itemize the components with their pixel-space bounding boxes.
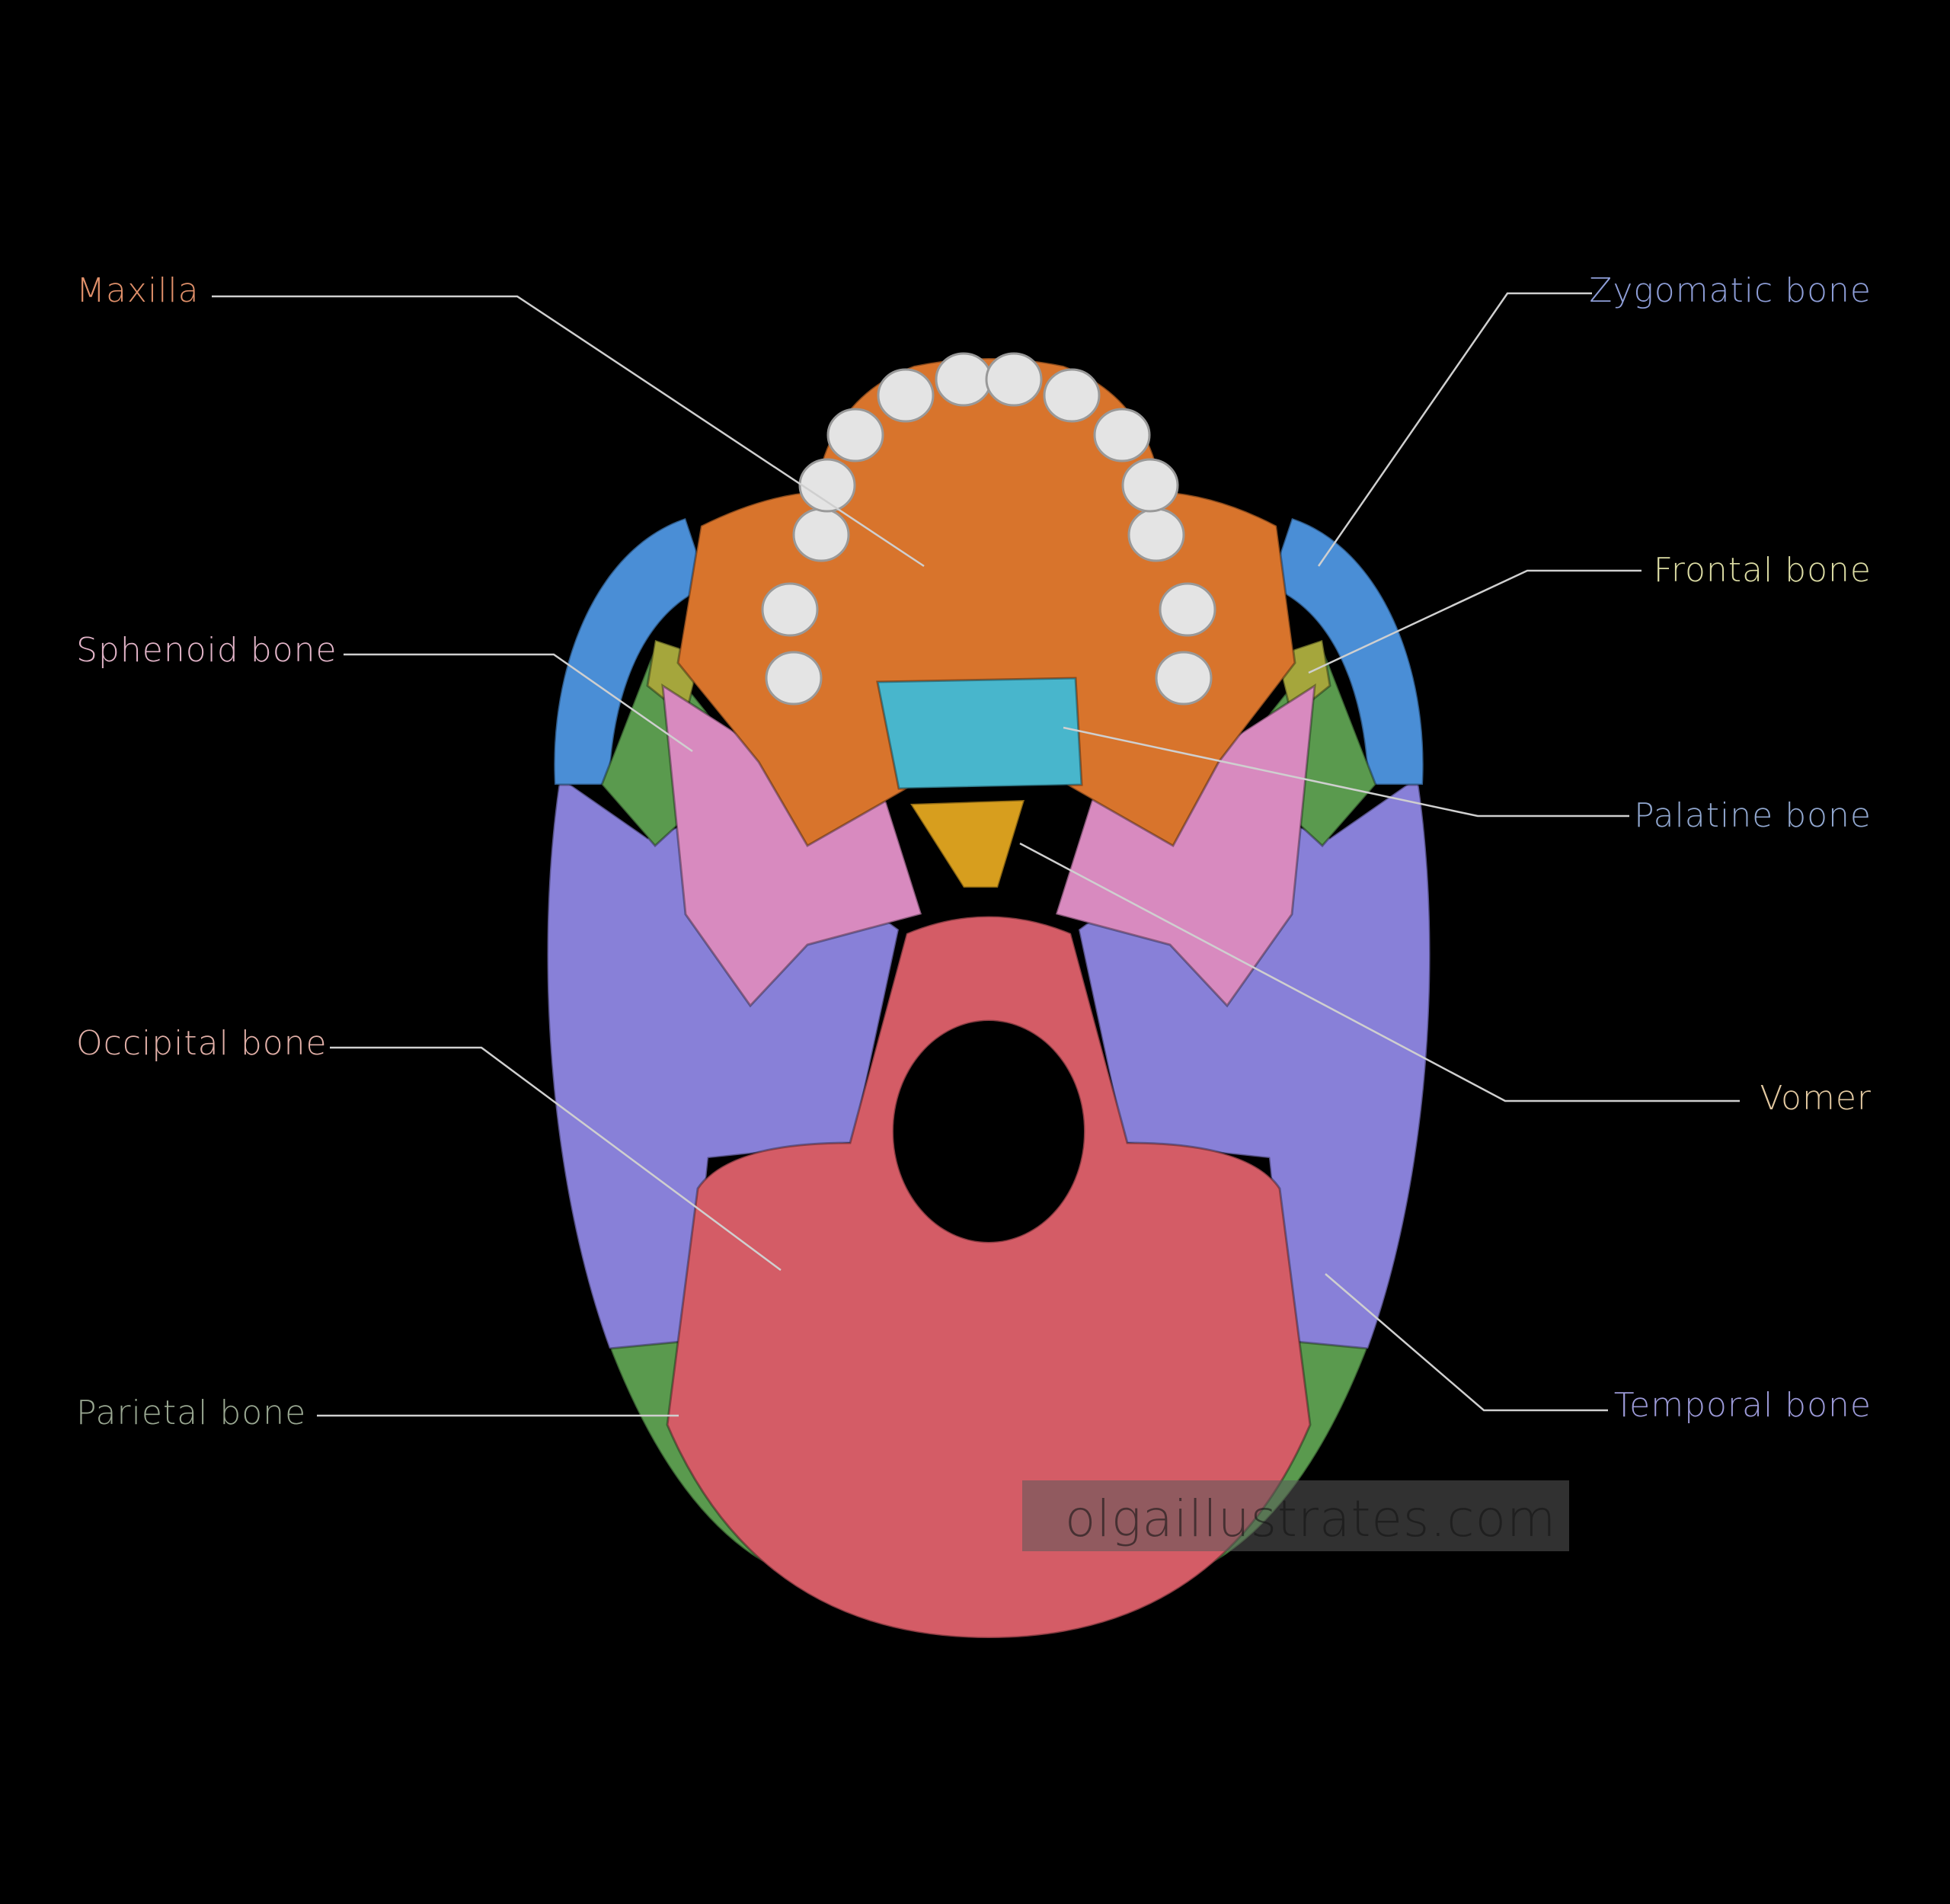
- tooth: [877, 368, 935, 423]
- leader-zygomatic: [1317, 292, 1592, 567]
- leader-temporal: [1325, 1273, 1608, 1412]
- zygomatic-bone-left: [552, 517, 710, 786]
- tooth: [1121, 458, 1179, 513]
- palatine-bone: [876, 677, 1083, 790]
- tooth: [1043, 368, 1101, 423]
- label-parietal-bone: Parietal bone: [76, 1394, 307, 1432]
- tooth: [792, 507, 850, 562]
- label-temporal-bone: Temporal bone: [1613, 1386, 1872, 1425]
- tooth: [1155, 651, 1213, 706]
- leader-vomer: [1019, 842, 1740, 1102]
- label-zygomatic-bone: Zygomatic bone: [1589, 271, 1872, 310]
- tooth: [985, 352, 1043, 407]
- label-frontal-bone: Frontal bone: [1653, 551, 1872, 590]
- tooth: [761, 582, 819, 637]
- leader-occipital: [330, 1046, 782, 1272]
- leader-maxilla: [212, 295, 925, 568]
- label-sphenoid-bone: Sphenoid bone: [76, 631, 337, 670]
- watermark-text: olgaillustrates.com: [1065, 1490, 1557, 1548]
- label-maxilla: Maxilla: [76, 271, 200, 310]
- watermark: olgaillustrates.com: [1022, 1480, 1569, 1551]
- foramen-magnum: [892, 1019, 1085, 1243]
- leader-frontal: [1308, 569, 1642, 674]
- tooth: [826, 408, 884, 462]
- tooth: [765, 651, 823, 706]
- tooth: [1093, 408, 1151, 462]
- tooth: [798, 458, 856, 513]
- leader-palatine: [1063, 726, 1629, 818]
- tooth: [1159, 582, 1216, 637]
- tooth: [1127, 507, 1185, 562]
- occipital-bone: [666, 915, 1312, 1640]
- zygomatic-bone-right: [1268, 517, 1425, 786]
- label-occipital-bone: Occipital bone: [76, 1024, 328, 1063]
- label-vomer: Vomer: [1760, 1079, 1872, 1118]
- label-palatine-bone: Palatine bone: [1634, 796, 1872, 835]
- leader-sphenoid: [344, 653, 693, 753]
- tooth: [935, 352, 993, 407]
- vomer: [908, 798, 1027, 889]
